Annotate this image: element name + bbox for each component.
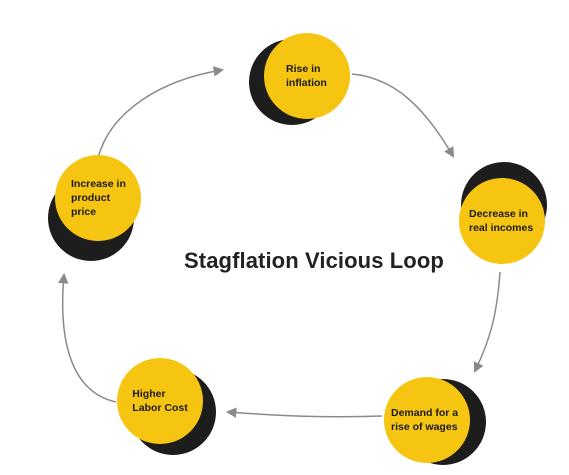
node-disc: Higher Labor Cost [117,358,203,444]
node-label: Rise in inflation [286,63,327,89]
node-demand-for-rise-of-wages: Demand for a rise of wages [384,377,486,465]
arrow-labor-to-price [58,272,117,403]
node-disc: Increase in product price [55,155,141,241]
arrow-inflation-to-incomes [351,73,455,158]
node-decrease-in-real-incomes: Decrease in real incomes [459,162,547,264]
node-disc: Rise in inflation [264,33,350,119]
arrow-price-to-inflation [97,66,225,159]
node-label: Demand for a rise of wages [391,407,459,433]
arrow-incomes-to-wages [473,271,501,373]
node-increase-in-product-price: Increase in product price [48,155,141,261]
node-label: Higher Labor Cost [132,388,188,414]
node-rise-in-inflation: Rise in inflation [249,33,350,125]
node-label: Decrease in real incomes [469,208,534,234]
node-label: Increase in product price [71,178,126,218]
node-higher-labor-cost: Higher Labor Cost [117,358,216,455]
diagram-title: Stagflation Vicious Loop [184,248,444,273]
node-disc: Decrease in real incomes [459,178,545,264]
node-disc: Demand for a rise of wages [384,377,470,463]
arrow-wages-to-labor [225,407,383,418]
